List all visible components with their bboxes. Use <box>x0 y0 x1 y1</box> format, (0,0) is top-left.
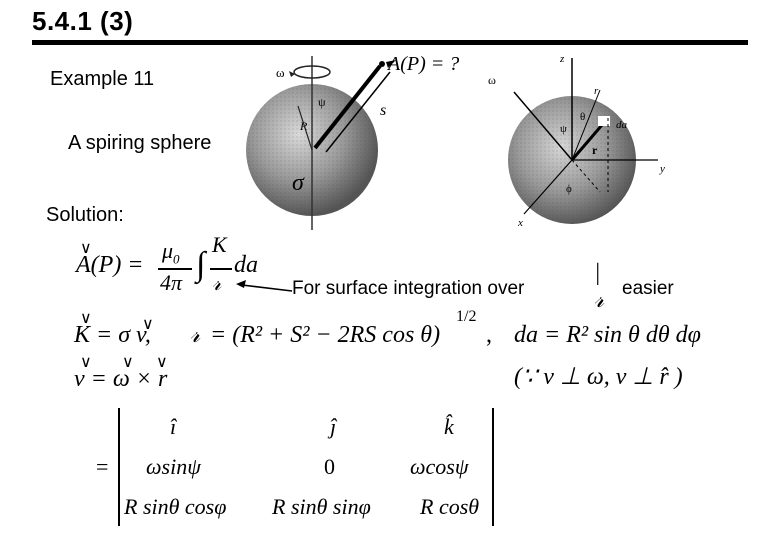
eq-mu0: μ <box>162 238 174 263</box>
sphere-label: A spiring sphere <box>68 132 212 154</box>
det-j: ĵ <box>330 414 337 439</box>
A-of-P-question: A(P) = ? <box>386 53 459 75</box>
fig-theta: θ <box>580 111 585 123</box>
det-left-bar <box>118 408 120 526</box>
example-label: Example 11 <box>50 68 155 90</box>
fig-z: z <box>559 53 565 65</box>
title-underline <box>32 40 748 45</box>
pointer-arrow-icon <box>236 280 293 292</box>
fig-da: da <box>616 119 628 131</box>
eq-A-lhs: A(P) = <box>76 252 144 278</box>
det-w-cospsi: ωcosψ <box>410 454 469 479</box>
eq-because: (∵ v ⊥ ω, v ⊥ r̂ ) <box>514 364 683 390</box>
eq-K: K <box>212 232 227 257</box>
fig-omega: ω <box>276 65 285 80</box>
fig-y: y <box>659 163 665 175</box>
fig-psi: ψ <box>318 95 326 109</box>
eq-script-r: 𝓇 <box>212 270 222 295</box>
spinning-sphere-figure: ω ψ R A(P) = ? s σ <box>246 53 459 230</box>
point-P <box>379 61 385 67</box>
area-element-da <box>598 116 610 126</box>
rotation-arrow-icon <box>293 65 331 79</box>
det-Rsin-cos: R sinθ cosφ <box>124 494 227 519</box>
note-script-r: |𝓇 <box>594 260 605 313</box>
fig-r: r <box>592 143 598 157</box>
fig-x: x <box>517 217 523 229</box>
note-easier: easier <box>622 278 674 299</box>
slide-title: 5.4.1 (3) <box>32 6 134 36</box>
fig-omega-right: ω <box>488 73 496 87</box>
eq-da: da <box>234 252 258 278</box>
solution-label: Solution: <box>46 204 124 226</box>
coordinate-sphere-figure: z y x ω r da r ψ θ ϕ <box>488 53 665 229</box>
s-vector <box>313 64 382 150</box>
eq-r-def: = (R² + S² − 2RS cos θ) <box>210 322 441 348</box>
det-k: k̂ <box>444 414 454 439</box>
fig-phi: ϕ <box>566 183 572 195</box>
det-Rcos: R cosθ <box>420 494 480 519</box>
det-zero: 0 <box>324 454 335 479</box>
fig-psi-right: ψ <box>560 123 567 135</box>
eq-K-def: K = σ v, <box>74 322 151 348</box>
fig-R: R <box>299 119 308 133</box>
eq-exponent: 1/2 <box>456 308 477 325</box>
det-i: î <box>170 414 177 439</box>
svg-text:r: r <box>594 85 599 97</box>
eq-4pi: 4π <box>160 270 183 295</box>
fig-sigma: σ <box>292 170 305 196</box>
det-right-bar <box>492 408 494 526</box>
x-axis <box>523 159 573 215</box>
eq-v-def: v = ω × r <box>74 366 168 392</box>
fig-s: s <box>380 102 386 119</box>
det-equals: = <box>96 454 109 479</box>
note-text: For surface integration over <box>292 278 525 299</box>
eq-da-def: da = R² sin θ dθ dφ <box>514 322 701 348</box>
det-Rsin-sin: R sinθ sinφ <box>272 494 371 519</box>
integral-sign: ∫ <box>196 246 206 283</box>
det-w-sinpsi: ωsinψ <box>146 454 201 479</box>
eq-script-r-lhs: 𝓇 <box>190 322 201 348</box>
